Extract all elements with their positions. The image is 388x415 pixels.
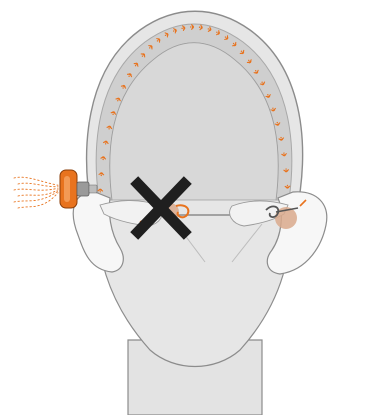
sound-wave-icon [14,177,58,208]
face [95,200,293,367]
